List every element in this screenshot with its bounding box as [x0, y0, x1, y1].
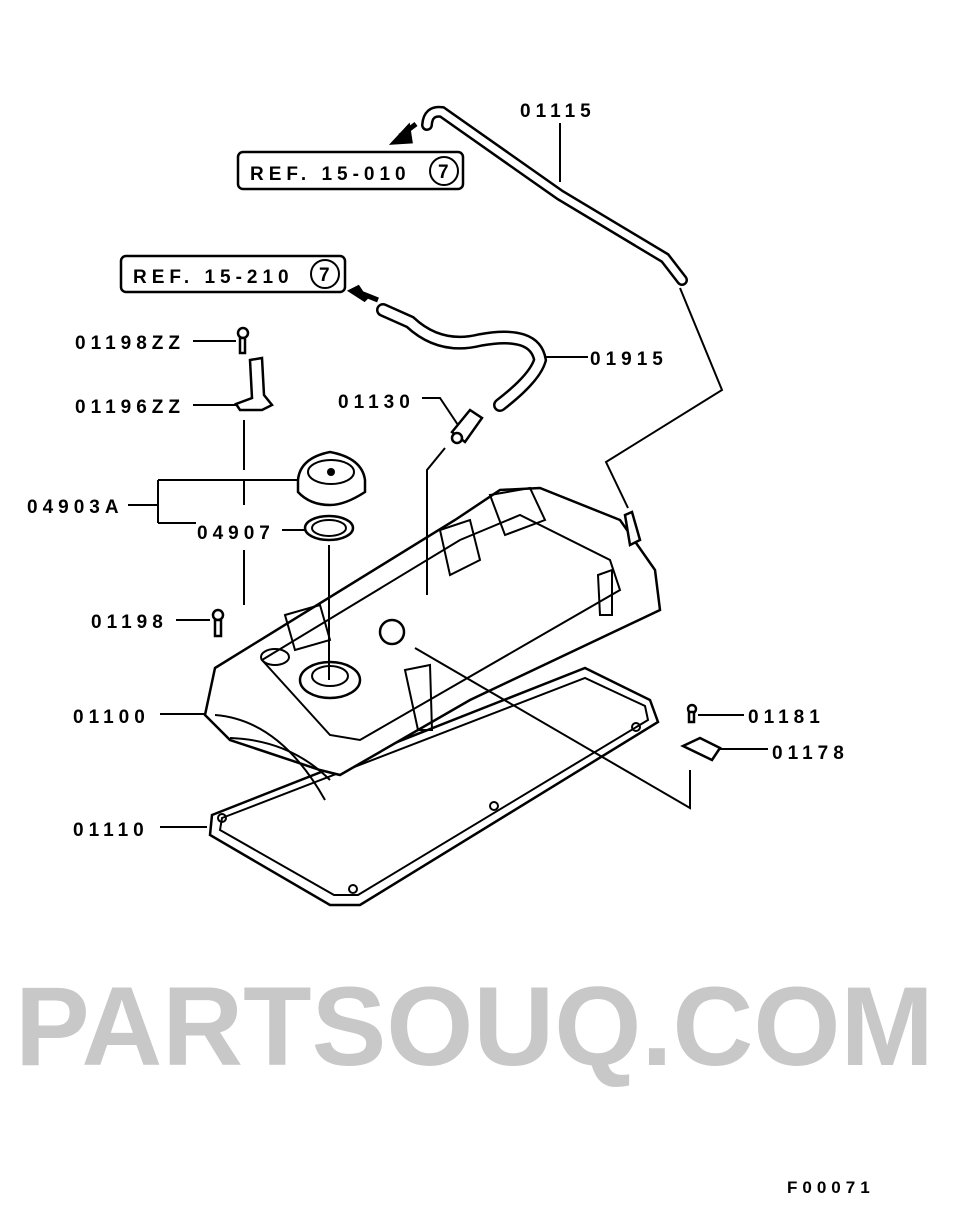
callout-01181[interactable]: 01181 [748, 707, 825, 728]
pcv-hose-part [376, 303, 548, 412]
callout-04907[interactable]: 04907 [197, 523, 275, 544]
callout-01198zz[interactable]: 01198ZZ [75, 333, 185, 354]
svg-text:REF. 15-010: REF. 15-010 [250, 164, 411, 185]
oil-cap-part [296, 450, 367, 507]
clip-part [680, 736, 722, 762]
upper-hose-part [421, 105, 688, 286]
bolt-01198zz-part [236, 326, 250, 355]
leader-lines [128, 123, 768, 828]
callout-04903a[interactable]: 04903A [27, 497, 124, 518]
pcv-valve-part [450, 408, 484, 445]
callout-01178[interactable]: 01178 [772, 743, 849, 764]
bolt-01181-part [686, 703, 698, 724]
arrow-icon [388, 122, 418, 145]
ref-box-15-210[interactable]: REF. 15-210 7 [119, 254, 347, 294]
cover-gasket-part [208, 666, 660, 907]
svg-text:7: 7 [438, 162, 449, 183]
bracket-part [234, 356, 274, 412]
callout-01915[interactable]: 01915 [590, 349, 668, 370]
callout-01198[interactable]: 01198 [91, 612, 168, 633]
callout-01130[interactable]: 01130 [338, 392, 415, 413]
arrow-icon [346, 284, 379, 303]
figure-code: F00071 [787, 1178, 875, 1197]
cap-gasket-part [303, 514, 355, 542]
callout-01110[interactable]: 01110 [73, 820, 149, 841]
watermark: PARTSOUQ.COM [15, 964, 934, 1089]
bolt-01198-part [211, 608, 225, 638]
callout-01115[interactable]: 01115 [520, 101, 596, 122]
callout-01196zz[interactable]: 01196ZZ [75, 397, 185, 418]
svg-text:7: 7 [319, 265, 330, 286]
ref-box-15-010[interactable]: REF. 15-010 7 [236, 150, 465, 191]
svg-text:REF. 15-210: REF. 15-210 [133, 267, 294, 288]
callout-01100[interactable]: 01100 [73, 707, 150, 728]
